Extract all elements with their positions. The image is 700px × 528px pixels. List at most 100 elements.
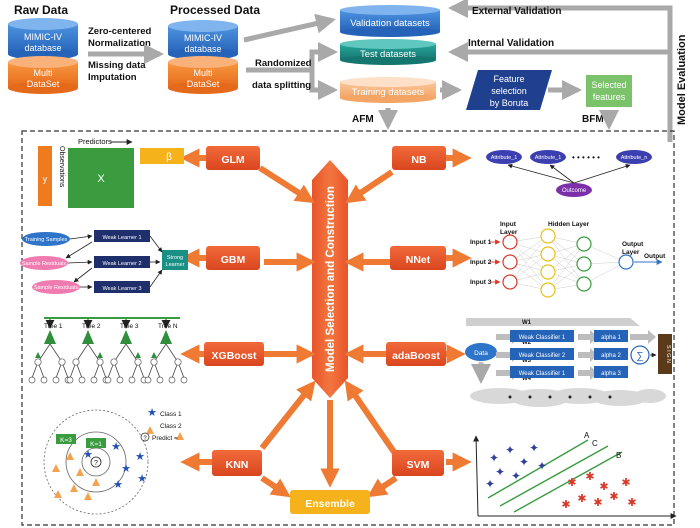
svg-text:Learner: Learner [166, 262, 185, 268]
svg-text:✱: ✱ [577, 493, 586, 505]
svg-text:Sample Residuals: Sample Residuals [22, 261, 67, 267]
svg-text:✱: ✱ [561, 499, 570, 511]
svg-text:by Boruta: by Boruta [490, 98, 529, 108]
external-validation-label: External Validation [472, 6, 561, 17]
arrow-to-test [246, 42, 338, 73]
svg-text:★: ★ [113, 479, 123, 491]
svg-text:Class 2: Class 2 [160, 423, 182, 430]
svg-text:Weak Learner 1: Weak Learner 1 [102, 235, 141, 241]
svg-text:K=3: K=3 [60, 437, 72, 444]
svg-text:Input 1: Input 1 [470, 239, 492, 246]
svg-text:DataSet: DataSet [27, 79, 60, 89]
svg-text:✦: ✦ [529, 441, 539, 455]
nnet-panel: Input Layer Hidden Layer Output Layer In… [470, 221, 666, 298]
model-svm: SVM [392, 450, 444, 476]
svg-text:✦: ✦ [511, 469, 521, 483]
svg-text:Outcome: Outcome [562, 188, 587, 194]
step-imputation: Imputation [88, 72, 137, 83]
svg-text:✱: ✱ [585, 471, 594, 483]
svg-text:Input 3: Input 3 [470, 279, 492, 286]
svg-text:SVM: SVM [407, 459, 430, 471]
svg-text:✦: ✦ [485, 477, 495, 491]
arrow-external-validation [448, 0, 673, 142]
svg-text:✦: ✦ [505, 443, 515, 457]
svg-text:β: β [166, 152, 172, 163]
svg-text:Multi: Multi [193, 68, 212, 78]
svg-text:W2: W2 [522, 340, 532, 346]
svg-text:Test datasets: Test datasets [360, 49, 416, 60]
svg-text:DataSet: DataSet [187, 79, 220, 89]
panel-arrows-right [446, 148, 472, 472]
model-xgboost: XGBoost [204, 342, 264, 366]
svg-text:Attribute_1: Attribute_1 [535, 155, 562, 161]
model-knn: KNN [212, 450, 262, 476]
svg-text:Class 1: Class 1 [160, 411, 182, 418]
svg-text:KNN: KNN [226, 459, 249, 471]
svg-text:✱: ✱ [567, 477, 576, 489]
model-glm: GLM [206, 146, 260, 170]
svg-text:Tree 2: Tree 2 [82, 323, 101, 330]
validation-datasets: Validation datasets [340, 5, 440, 37]
svg-text:✱: ✱ [621, 477, 630, 489]
svg-text:MIMIC-IV: MIMIC-IV [24, 32, 62, 42]
svg-text:Weak Classifier 1: Weak Classifier 1 [519, 335, 566, 341]
selected-features: Selected features [586, 75, 632, 107]
svg-text:K=1: K=1 [90, 441, 102, 448]
svg-text:adaBoost: adaBoost [392, 350, 440, 362]
model-arrows [258, 165, 398, 498]
processed-mimic-database: MIMIC-IV database [168, 20, 238, 60]
svg-text:★: ★ [83, 449, 93, 461]
model-nb: NB [392, 146, 446, 170]
svg-text:alpha 3: alpha 3 [601, 371, 621, 377]
svg-text:Data: Data [474, 350, 488, 357]
svg-text:?: ? [94, 460, 98, 467]
model-adaboost: adaBoost [386, 342, 446, 366]
svg-text:✦: ✦ [537, 459, 547, 473]
svg-text:Tree 1: Tree 1 [44, 323, 63, 330]
raw-mimic-database: MIMIC-IV database [8, 18, 78, 60]
arrow-to-training [309, 70, 338, 100]
model-nnet: NNet [390, 246, 446, 270]
svg-text:Weak Classifier 1: Weak Classifier 1 [519, 371, 566, 377]
svg-text:Output: Output [622, 241, 644, 248]
model-gbm: GBM [206, 246, 260, 270]
svg-text:Output: Output [644, 253, 666, 260]
svg-text:Predictors: Predictors [78, 137, 112, 146]
bfm-label: BFM [582, 114, 604, 125]
svg-text:Sample Residuals: Sample Residuals [34, 285, 79, 291]
svg-text:alpha 2: alpha 2 [601, 353, 621, 359]
svg-text:W4: W4 [522, 376, 532, 382]
svg-text:S I G N: S I G N [665, 345, 671, 363]
svg-text:Training Samples: Training Samples [25, 237, 68, 243]
svg-text:Attribute_n: Attribute_n [621, 155, 648, 161]
svg-text:Strong: Strong [167, 255, 183, 261]
svg-text:features: features [593, 92, 626, 102]
svg-text:Weak Classifier 2: Weak Classifier 2 [519, 353, 566, 359]
svg-text:✦: ✦ [519, 455, 529, 469]
svg-text:Layer: Layer [622, 249, 640, 256]
svg-text:✱: ✱ [609, 491, 618, 503]
svg-text:?: ? [143, 436, 147, 442]
raw-data-title: Raw Data [14, 3, 68, 17]
step-missing-data: Missing data [88, 60, 146, 71]
svg-text:y: y [43, 174, 48, 184]
gbm-panel: Training Samples Sample Residuals Sample… [20, 230, 188, 294]
svg-text:B: B [616, 451, 621, 460]
svg-text:Tree N: Tree N [158, 323, 178, 330]
feature-selection-boruta: Feature selection by Boruta [466, 70, 552, 110]
processed-multi-dataset: Multi DataSet [168, 56, 238, 94]
svg-text:✱: ✱ [599, 481, 608, 493]
svg-text:GLM: GLM [221, 154, 245, 166]
svg-text:✱: ✱ [627, 497, 636, 509]
svg-text:✦: ✦ [489, 451, 499, 465]
xgboost-panel: Tree 1 Tree 2 Tree 3 Tree N [28, 317, 188, 384]
internal-validation-label: Internal Validation [468, 38, 554, 49]
svg-text:Weak Learner 2: Weak Learner 2 [102, 261, 141, 267]
model-evaluation-label: Model Evaluation [676, 34, 688, 125]
svg-text:★: ★ [121, 463, 131, 475]
svg-text:alpha 1: alpha 1 [601, 335, 621, 341]
svg-text:Multi: Multi [33, 68, 52, 78]
model-ensemble: Ensemble [290, 490, 370, 514]
svg-text:Attribute_1: Attribute_1 [491, 155, 518, 161]
